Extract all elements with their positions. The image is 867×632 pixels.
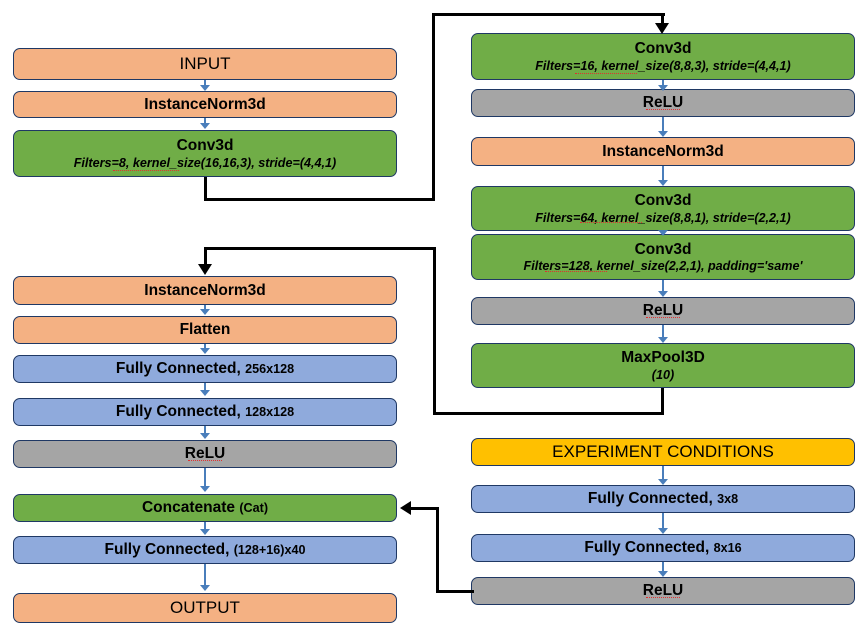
- node-instancenorm3d-2[interactable]: InstanceNorm3d: [13, 276, 397, 305]
- node-input-title: INPUT: [179, 54, 231, 74]
- node-instancenorm3d-1[interactable]: InstanceNorm3d: [13, 91, 397, 118]
- node-fc-256x128-dims: 256x128: [245, 362, 295, 377]
- node-concatenate-suffix: (Cat): [239, 501, 269, 516]
- spellcheck-underline: [188, 460, 222, 461]
- node-fc-3x8-dims: 3x8: [717, 492, 739, 507]
- node-fc-144x40[interactable]: Fully Connected, (128+16)x40: [13, 536, 397, 564]
- node-input[interactable]: INPUT: [13, 48, 397, 80]
- node-conv3d-f8-title: Conv3d: [176, 137, 234, 155]
- connector2-top: [204, 247, 436, 250]
- node-relu-conditions[interactable]: ReLU: [471, 577, 855, 605]
- node-fc-144x40-dims: (128+16)x40: [233, 543, 306, 558]
- node-conv3d-f16-params: Filters=16, kernel_size(8,8,3), stride=(…: [535, 58, 791, 73]
- node-maxpool3d-title: MaxPool3D: [621, 349, 705, 367]
- node-concatenate-label: Concatenate: [141, 499, 236, 517]
- spellcheck-underline: [113, 170, 179, 171]
- connector1-right-low: [204, 198, 435, 201]
- connector3-left-low: [436, 590, 474, 593]
- node-concatenate-title: Concatenate (Cat): [142, 499, 268, 516]
- node-relu-r2[interactable]: ReLU: [471, 297, 855, 325]
- spellcheck-underline: [580, 222, 642, 223]
- node-fc-8x16-dims: 8x16: [713, 541, 742, 556]
- node-fc-8x16-label: Fully Connected,: [584, 539, 710, 557]
- node-conv3d-f8[interactable]: Conv3d Filters=8, kernel_size(16,16,3), …: [13, 130, 397, 177]
- node-fc-3x8[interactable]: Fully Connected, 3x8: [471, 485, 855, 513]
- node-output-title: OUTPUT: [170, 598, 240, 618]
- node-relu-left-title: ReLU: [184, 445, 226, 463]
- spellcheck-underline: [646, 597, 680, 598]
- node-instancenorm3d-1-title: InstanceNorm3d: [144, 95, 266, 113]
- node-flatten-title: Flatten: [179, 321, 231, 339]
- node-maxpool3d-params: (10): [651, 367, 675, 382]
- spellcheck-underline: [646, 109, 680, 110]
- node-conv3d-f128-title: Conv3d: [634, 240, 692, 258]
- node-fc-256x128-label: Fully Connected,: [115, 360, 241, 378]
- node-experiment-conditions[interactable]: EXPERIMENT CONDITIONS: [471, 438, 855, 466]
- connector2-up: [433, 247, 436, 415]
- node-relu-r1[interactable]: ReLU: [471, 89, 855, 117]
- node-conv3d-f128[interactable]: Conv3d Filters=128, kernel_size(2,2,1), …: [471, 234, 855, 280]
- node-conv3d-f16-title: Conv3d: [634, 40, 692, 58]
- node-conv3d-f8-params: Filters=8, kernel_size(16,16,3), stride=…: [73, 155, 337, 170]
- node-fc-8x16[interactable]: Fully Connected, 8x16: [471, 534, 855, 562]
- node-conv3d-f64-title: Conv3d: [634, 192, 692, 210]
- node-instancenorm3d-r[interactable]: InstanceNorm3d: [471, 137, 855, 166]
- node-relu-r2-title: ReLU: [642, 302, 684, 320]
- node-conv3d-f128-params: Filters=128, kernel_size(2,2,1), padding…: [523, 259, 803, 274]
- node-conv3d-f64[interactable]: Conv3d Filters=64, kernel_size(8,8,1), s…: [471, 186, 855, 231]
- connector2-arrowhead: [198, 264, 212, 275]
- node-instancenorm3d-r-title: InstanceNorm3d: [602, 142, 724, 160]
- node-fc-144x40-title: Fully Connected, (128+16)x40: [105, 541, 306, 558]
- node-relu-r1-title: ReLU: [642, 94, 684, 112]
- node-concatenate[interactable]: Concatenate (Cat): [13, 494, 397, 522]
- spellcheck-underline: [575, 73, 637, 74]
- node-maxpool3d[interactable]: MaxPool3D (10): [471, 343, 855, 388]
- node-fc-256x128[interactable]: Fully Connected, 256x128: [13, 355, 397, 383]
- connector1-down-to-conv: [661, 13, 664, 26]
- connector2-down: [661, 388, 664, 415]
- node-fc-3x8-label: Fully Connected,: [587, 490, 713, 508]
- connector1-top: [432, 13, 665, 16]
- connector1-up: [432, 13, 435, 201]
- node-relu-left[interactable]: ReLU: [13, 440, 397, 468]
- node-fc-144x40-label: Fully Connected,: [104, 541, 230, 559]
- node-flatten[interactable]: Flatten: [13, 316, 397, 344]
- node-fc-128x128-dims: 128x128: [245, 405, 295, 420]
- node-fc-256x128-title: Fully Connected, 256x128: [116, 360, 294, 377]
- node-fc-8x16-title: Fully Connected, 8x16: [584, 539, 741, 556]
- node-relu-conditions-title: ReLU: [642, 582, 684, 600]
- node-output[interactable]: OUTPUT: [13, 593, 397, 623]
- connector2-left-low: [433, 412, 664, 415]
- node-fc-3x8-title: Fully Connected, 3x8: [588, 490, 738, 507]
- node-conv3d-f64-params: Filters=64, kernel_size(8,8,1), stride=(…: [535, 210, 791, 225]
- connector3-up: [436, 507, 439, 593]
- connector3-top: [411, 507, 439, 510]
- node-experiment-conditions-title: EXPERIMENT CONDITIONS: [552, 442, 774, 462]
- node-conv3d-f16[interactable]: Conv3d Filters=16, kernel_size(8,8,3), s…: [471, 33, 855, 80]
- connector3-arrowhead: [400, 501, 411, 515]
- node-instancenorm3d-2-title: InstanceNorm3d: [144, 281, 266, 299]
- node-fc-128x128-label: Fully Connected,: [115, 403, 241, 421]
- node-fc-128x128-title: Fully Connected, 128x128: [116, 403, 294, 420]
- connector1-arrowhead: [655, 23, 669, 34]
- connector1-down: [204, 177, 207, 201]
- node-fc-128x128[interactable]: Fully Connected, 128x128: [13, 398, 397, 426]
- connector2-down-to-norm: [204, 247, 207, 267]
- spellcheck-underline: [545, 271, 607, 272]
- spellcheck-underline: [646, 317, 680, 318]
